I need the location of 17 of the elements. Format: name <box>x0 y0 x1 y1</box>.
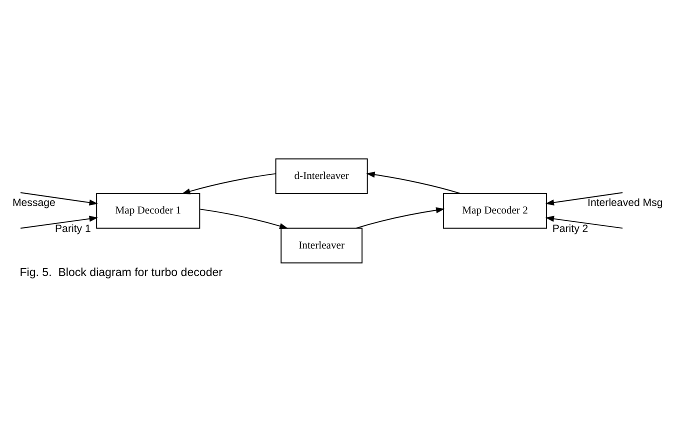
node-box: d-Interleaver <box>275 158 368 194</box>
edge-label: Parity 1 <box>55 222 91 234</box>
edge-label: Interleaved Msg <box>588 196 663 209</box>
edge-label: Message <box>12 196 56 209</box>
arrow <box>545 192 624 206</box>
arrow <box>182 172 276 194</box>
arrow <box>366 171 461 194</box>
arrow <box>20 192 98 206</box>
arrow <box>20 215 98 228</box>
edge-label: Parity 2 <box>552 222 588 234</box>
arrow <box>200 208 288 228</box>
node-box: Map Decoder 1 <box>96 192 200 228</box>
node-box: Map Decoder 2 <box>442 192 548 228</box>
arrow <box>545 215 624 228</box>
arrow <box>356 206 445 228</box>
node-box: Interleaver <box>280 227 363 263</box>
caption: Fig. 5. Block diagram for turbo decoder <box>20 266 223 279</box>
